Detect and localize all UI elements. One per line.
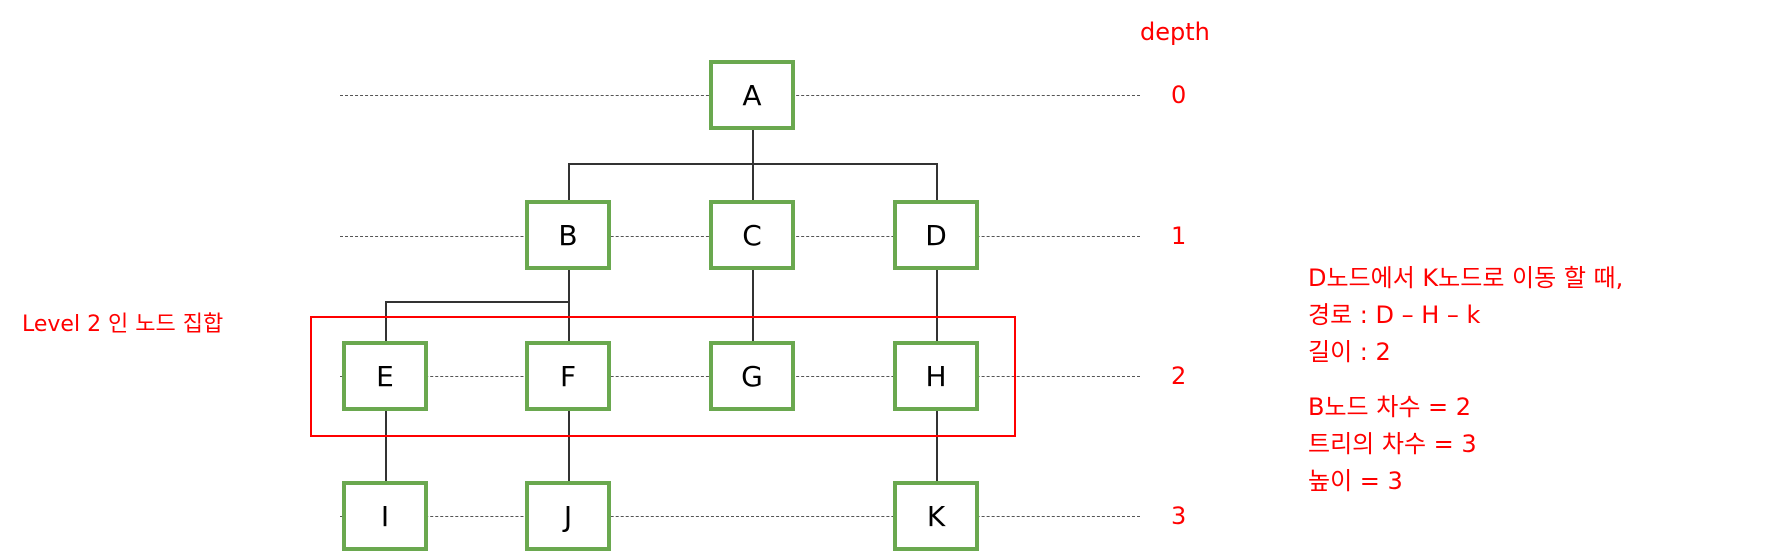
edge-to-d [936, 163, 938, 200]
depth-label-1: 1 [1171, 222, 1187, 250]
edge-ef-bar [385, 301, 569, 303]
tree-node-f: F [525, 341, 611, 411]
depth-label-2: 2 [1171, 362, 1187, 390]
edge-to-b [568, 163, 570, 200]
tree-node-j: J [525, 481, 611, 551]
tree-node-k: K [893, 481, 979, 551]
note-path: 경로 : D – H – k [1308, 301, 1481, 329]
tree-node-d: D [893, 200, 979, 270]
edge-e-i [385, 411, 387, 481]
note-length: 길이 : 2 [1308, 338, 1391, 366]
tree-node-c: C [709, 200, 795, 270]
edge-c-g [752, 270, 754, 341]
edge-b-down [568, 270, 570, 341]
note-b-degree: B노드 차수 = 2 [1308, 393, 1472, 421]
tree-node-h: H [893, 341, 979, 411]
tree-node-i: I [342, 481, 428, 551]
edge-d-h [936, 270, 938, 341]
edge-a-down [752, 130, 754, 163]
note-path-title: D노드에서 K노드로 이동 할 때, [1308, 264, 1624, 292]
depth-label-0: 0 [1171, 81, 1187, 109]
depth-label-3: 3 [1171, 502, 1187, 530]
annotation-notes: D노드에서 K노드로 이동 할 때, 경로 : D – H – k 길이 : 2… [1308, 260, 1623, 500]
tree-node-b: B [525, 200, 611, 270]
edge-to-c [752, 163, 754, 200]
depth-guide-line-3 [340, 516, 1140, 517]
edge-h-k [936, 411, 938, 481]
level-2-set-label: Level 2 인 노드 집합 [22, 312, 224, 337]
tree-node-g: G [709, 341, 795, 411]
note-height: 높이 = 3 [1308, 467, 1403, 495]
edge-to-e [385, 301, 387, 341]
edge-f-j [568, 411, 570, 481]
depth-header: depth [1140, 18, 1210, 46]
level-2-highlight-box [310, 316, 1016, 437]
tree-node-e: E [342, 341, 428, 411]
tree-node-a: A [709, 60, 795, 130]
note-tree-degree: 트리의 차수 = 3 [1308, 430, 1477, 458]
